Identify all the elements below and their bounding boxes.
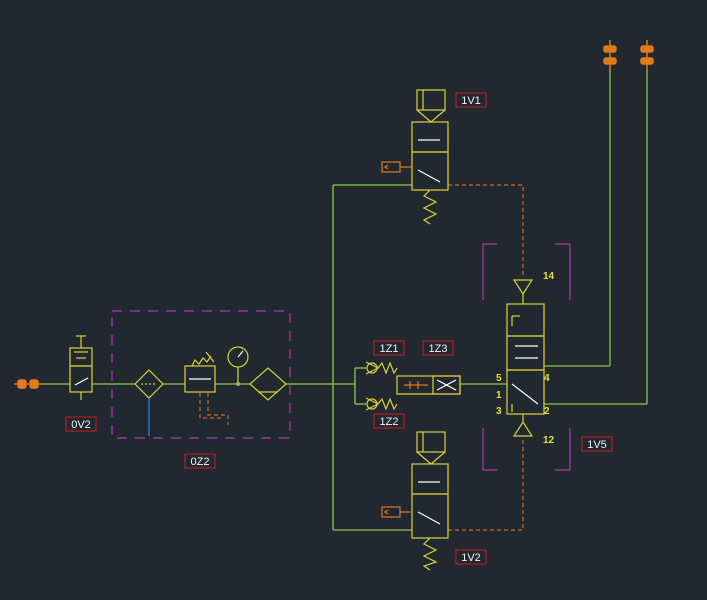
- flow-control-1z3-orange: [404, 381, 428, 389]
- exhaust-1v2: [381, 506, 412, 518]
- port-2-label: 2: [544, 406, 550, 417]
- tag-1v5: 1V5: [581, 436, 613, 452]
- inlet-fitting: [14, 379, 45, 389]
- tag-1z2-label: 1Z2: [380, 416, 399, 428]
- frl-unit-boundary: [111, 310, 291, 439]
- port-14-label: 14: [543, 271, 555, 282]
- lubricator-symbol: [249, 367, 287, 401]
- filter-symbol: [134, 369, 164, 399]
- tag-1z3-label: 1Z3: [429, 343, 448, 355]
- supply-piping: [45, 70, 648, 531]
- tag-1z3: 1Z3: [422, 340, 454, 356]
- main-valve-1v5: [506, 279, 545, 437]
- solenoid-valve-1v2: [411, 431, 449, 571]
- exhaust-1v1: [381, 161, 412, 173]
- port-12-label: 12: [543, 435, 555, 446]
- shutoff-valve-0v2: [69, 335, 93, 400]
- tag-1z1: 1Z1: [373, 340, 405, 356]
- solenoid-valve-1v1: [411, 89, 449, 225]
- check-valve-1z2: [365, 397, 398, 411]
- tag-1v2-label: 1V2: [461, 552, 481, 564]
- port-3-label: 3: [496, 406, 502, 417]
- port-1-label: 1: [496, 390, 502, 401]
- tag-1z1-label: 1Z1: [380, 343, 399, 355]
- check-valve-1z1: [365, 361, 398, 375]
- outlet-fitting-b: [640, 40, 654, 72]
- tag-0v2: 0V2: [65, 416, 97, 432]
- tag-1v1: 1V1: [455, 92, 487, 108]
- tag-1v5-label: 1V5: [587, 439, 607, 451]
- outlet-fitting-a: [603, 40, 617, 72]
- main-valve-boundary: [482, 243, 571, 471]
- regulator-symbol: [184, 351, 216, 393]
- tag-1z2: 1Z2: [373, 413, 405, 429]
- tag-0z2: 0Z2: [184, 453, 216, 469]
- tag-1v1-label: 1V1: [461, 95, 481, 107]
- port-5-label: 5: [496, 373, 502, 384]
- tag-1v2: 1V2: [455, 549, 487, 565]
- gauge-junction: [236, 382, 240, 386]
- tag-0v2-label: 0V2: [71, 419, 91, 431]
- pilot-lines: [199, 184, 524, 531]
- port-4-label: 4: [544, 373, 550, 384]
- flow-control-1z3: [396, 375, 461, 395]
- tag-0z2-label: 0Z2: [191, 456, 210, 468]
- pressure-gauge: [227, 346, 249, 384]
